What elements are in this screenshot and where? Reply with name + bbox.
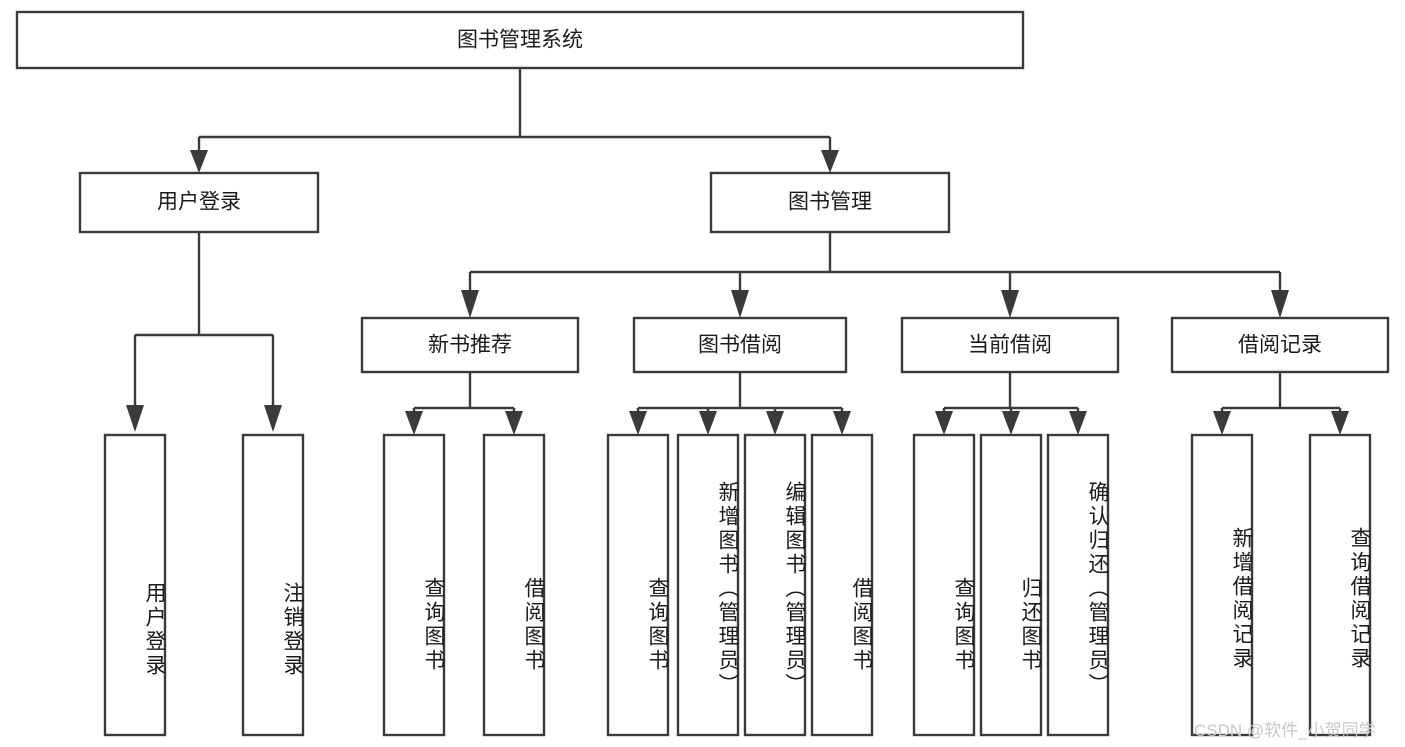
node-leaf-user-login[interactable] [103,433,167,737]
arrow-head-leaf-borrow-book-1 [505,411,523,435]
node-book-borrow[interactable] [632,316,848,374]
connector-group-book-manage [461,232,1289,318]
node-leaf-add-book[interactable] [676,433,740,737]
arrow-head-leaf-return-book [1002,411,1020,435]
node-book-manage-label: 图书管理 [788,191,872,214]
node-leaf-borrow-book-2[interactable] [810,433,874,737]
watermark-text: CSDN @软件_小贺同学 [1194,721,1376,740]
node-leaf-confirm-return[interactable] [1046,433,1110,737]
arrow-head-leaf-query-record [1331,411,1349,435]
arrow-head-borrow-record [1271,290,1289,318]
node-borrow-record[interactable] [1170,316,1390,374]
arrow-head-leaf-user-login [126,405,144,432]
node-leaf-query-book-2[interactable] [606,433,670,737]
connector-group-current-borrow [935,372,1087,435]
arrow-head-leaf-user-logout [264,405,282,432]
connector-group-new-book-recommend [405,372,523,435]
arrow-head-leaf-confirm-return [1069,411,1087,435]
node-leaf-edit-book[interactable] [743,433,807,737]
node-current-borrow-label: 当前借阅 [968,334,1052,357]
connector-group-borrow-record [1213,372,1349,435]
node-leaf-query-book-3[interactable] [912,433,976,737]
node-new-book-recommend[interactable] [360,316,580,374]
arrow-head-leaf-query-book-2 [629,411,647,435]
arrow-head-new-book-recommend [461,290,479,318]
node-book-manage[interactable] [709,171,951,234]
arrow-head-leaf-add-record [1213,411,1231,435]
node-borrow-record-label: 借阅记录 [1238,334,1322,357]
arrow-head-book-manage [821,150,839,173]
node-leaf-return-book[interactable] [979,433,1043,737]
connector-group-user-login [126,232,282,432]
node-leaf-user-logout[interactable] [241,433,305,737]
arrow-head-user-login [190,150,208,173]
arrow-head-leaf-query-book-3 [935,411,953,435]
node-book-borrow-label: 图书借阅 [698,334,782,357]
arrow-head-book-borrow [731,290,749,318]
node-leaf-query-record[interactable] [1308,433,1372,737]
node-leaf-add-record[interactable] [1190,433,1254,737]
node-leaf-borrow-book-1[interactable] [482,433,546,737]
node-root[interactable] [15,10,1025,70]
node-root-label: 图书管理系统 [457,29,583,52]
arrow-head-leaf-edit-book [766,411,784,435]
node-user-login[interactable] [78,171,320,234]
connector-group-root [190,68,839,173]
node-leaf-query-book-1[interactable] [382,433,446,737]
node-user-login-label: 用户登录 [157,191,241,214]
connector-group-book-borrow [629,372,851,435]
arrow-head-current-borrow [1001,290,1019,318]
node-new-book-recommend-label: 新书推荐 [428,334,512,357]
arrow-head-leaf-borrow-book-2 [833,411,851,435]
arrow-head-leaf-query-book-1 [405,411,423,435]
node-current-borrow[interactable] [900,316,1120,374]
arrow-head-leaf-add-book [699,411,717,435]
